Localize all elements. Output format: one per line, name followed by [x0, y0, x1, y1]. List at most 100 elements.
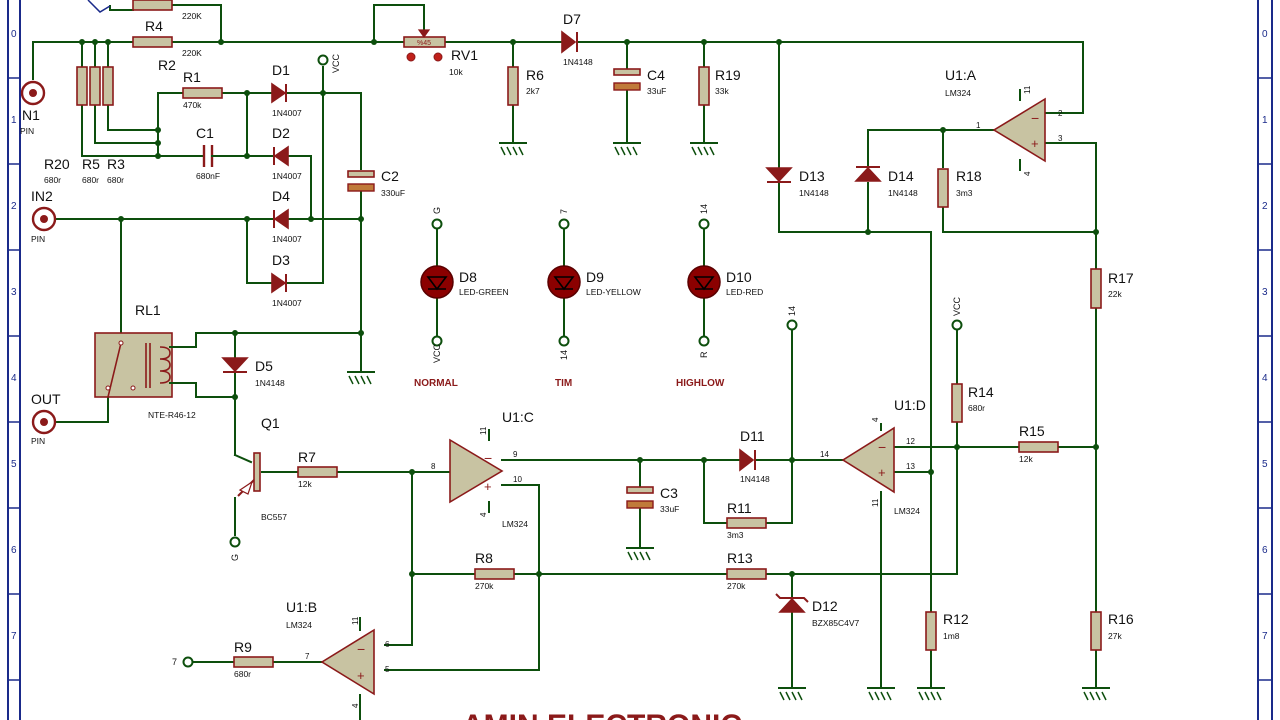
wiper-rv1: %45: [417, 40, 431, 47]
value-u1d: LM324: [894, 506, 920, 516]
wires: [32, 4, 1097, 720]
svg-text:+: +: [484, 479, 492, 494]
ref-rl1: RL1: [135, 302, 161, 318]
resistor-r15: [1018, 441, 1059, 453]
ref-r20: R20: [44, 156, 70, 172]
pin-u1a-1: 1: [976, 121, 981, 130]
value-c1: 680nF: [196, 171, 220, 181]
diode-d3: [271, 272, 287, 294]
ref-d11: D11: [740, 428, 765, 444]
ref-r8: R8: [475, 550, 493, 566]
ref-d5: D5: [255, 358, 273, 374]
resistor-r-top: [132, 0, 173, 11]
ref-d13: D13: [799, 168, 825, 184]
pin-u1d-4: 4: [871, 417, 880, 422]
ref-q1: Q1: [261, 415, 280, 431]
value-r9: 680r: [234, 669, 251, 679]
value-r7: 12k: [298, 479, 312, 489]
row-label-2: 2: [11, 201, 17, 212]
value-r17: 22k: [1108, 289, 1122, 299]
row-label-7: 7: [11, 631, 17, 642]
row-label-4-right: 4: [1262, 373, 1268, 384]
ref-r14: R14: [968, 384, 994, 400]
ref-d7: D7: [563, 11, 581, 27]
pin-u1a-11: 11: [1023, 85, 1032, 94]
pin-u1b-7: 7: [305, 652, 310, 661]
value-r8: 270k: [475, 581, 494, 591]
row-label-5: 5: [11, 459, 17, 470]
value-r13: 270k: [727, 581, 746, 591]
row-label-1: 1: [11, 115, 17, 126]
resistor-r12: [925, 611, 937, 651]
resistor-r13: [726, 568, 767, 580]
label-in2: IN2: [31, 188, 53, 204]
connector-out: [31, 409, 57, 435]
diode-d13: [765, 167, 793, 183]
ref-r18: R18: [956, 168, 982, 184]
svg-text:−: −: [1031, 110, 1039, 126]
row-label-0: 0: [11, 29, 17, 40]
ref-u1c: U1:C: [502, 409, 534, 425]
ref-r19: R19: [715, 67, 741, 83]
value-rl1: NTE-R46-12: [148, 410, 196, 420]
value-r11: 3m3: [727, 530, 744, 540]
ref-rv1: RV1: [451, 47, 478, 63]
value-r18: 3m3: [956, 188, 973, 198]
ref-c2: C2: [381, 168, 399, 184]
value-d8: LED-GREEN: [459, 287, 509, 297]
diode-d5: [221, 357, 249, 373]
value-d4: 1N4007: [272, 234, 302, 244]
ref-r9: R9: [234, 639, 252, 655]
row-label-7-right: 7: [1262, 631, 1268, 642]
value-c4: 33uF: [647, 86, 666, 96]
net-label-vcc-top: VCC: [331, 53, 341, 73]
transistor-q1: [237, 452, 261, 497]
pin-u1b-5: 5: [385, 665, 390, 674]
potentiometer-rv1: [403, 29, 446, 62]
ref-d3: D3: [272, 252, 290, 268]
resistor-r7: [297, 466, 338, 478]
value-c3: 33uF: [660, 504, 679, 514]
value-r4: 220K: [182, 48, 202, 58]
value-r14: 680r: [968, 403, 985, 413]
resistor-r16: [1090, 611, 1102, 651]
resistor-r20: [76, 66, 88, 106]
opamp-u1a: − +: [992, 97, 1046, 163]
svg-text:+: +: [878, 465, 886, 480]
value-r1: 470k: [183, 100, 202, 110]
ref-u1d: U1:D: [894, 397, 926, 413]
net-terminals: [182, 54, 963, 668]
diode-d7: [561, 30, 578, 54]
ref-d14: D14: [888, 168, 914, 184]
svg-text:+: +: [1031, 136, 1039, 151]
resistor-r5: [89, 66, 101, 106]
resistor-r4: [132, 36, 173, 48]
led-d8: [420, 265, 454, 299]
ref-d10: D10: [726, 269, 752, 285]
svg-text:+: +: [357, 668, 365, 683]
row-label-3-right: 3: [1262, 287, 1268, 298]
pin-u1d-14: 14: [820, 450, 829, 459]
ref-r15: R15: [1019, 423, 1045, 439]
ref-r7: R7: [298, 449, 316, 465]
value-rv1: 10k: [449, 67, 463, 77]
capacitor-c3: [626, 486, 654, 509]
ref-c4: C4: [647, 67, 665, 83]
opamp-u1b: − +: [320, 628, 375, 696]
resistor-r11: [726, 517, 767, 529]
ref-r6: R6: [526, 67, 544, 83]
row-label-4: 4: [11, 373, 17, 384]
page-title: AMIN ELECTRONIC: [462, 709, 742, 720]
value-d2: 1N4007: [272, 171, 302, 181]
value-u1a: LM324: [945, 88, 971, 98]
ref-r1: R1: [183, 69, 201, 85]
value-r6: 2k7: [526, 86, 540, 96]
net-label-vcc-r14: VCC: [952, 296, 962, 316]
type-in2: PIN: [31, 234, 45, 244]
connector-in2: [31, 206, 57, 232]
value-r-top: 220K: [182, 11, 202, 21]
value-d3: 1N4007: [272, 298, 302, 308]
ref-r16: R16: [1108, 611, 1134, 627]
net-label-r-d10: R: [699, 351, 709, 358]
value-r19: 33k: [715, 86, 729, 96]
